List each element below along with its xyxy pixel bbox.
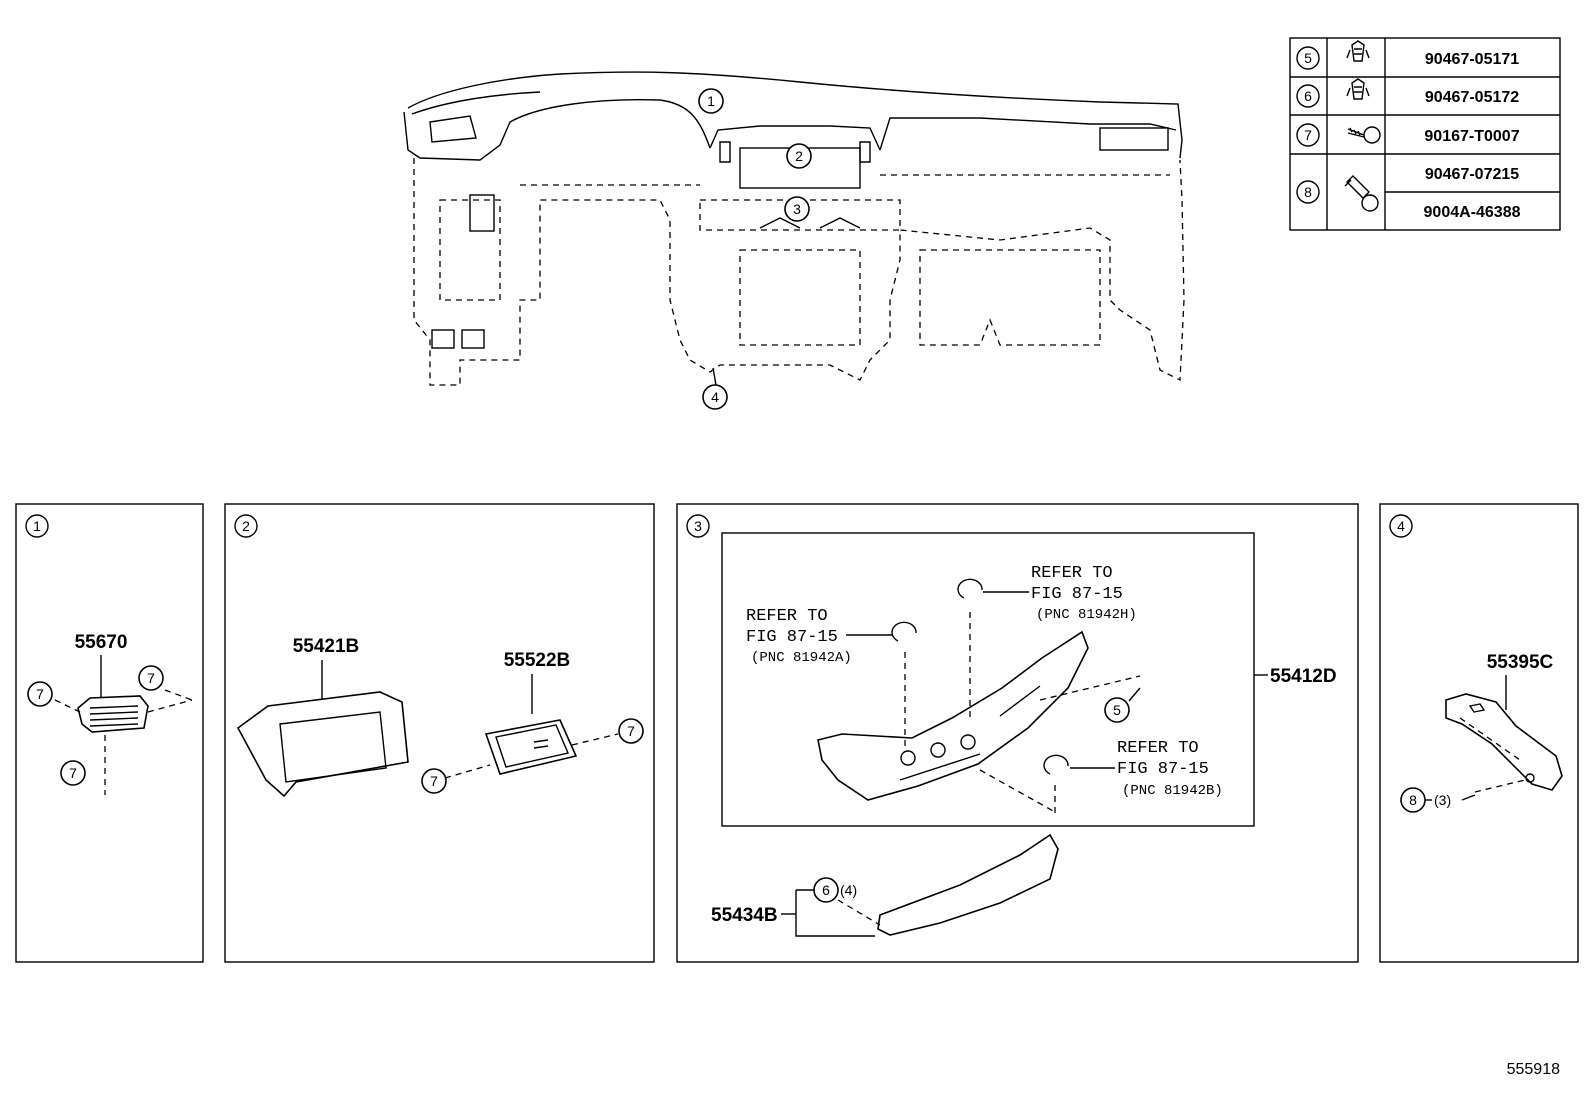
svg-text:FIG 87-15: FIG 87-15 — [746, 628, 838, 647]
fastener-callout: 6 — [813, 877, 839, 903]
grommet-icon — [957, 578, 983, 599]
part-number-label: 55395C — [1487, 652, 1554, 673]
clip-icon — [1346, 78, 1370, 100]
table-part-number: 90467-05171 — [1425, 51, 1519, 68]
display-panel-part — [236, 691, 409, 798]
svg-text:FIG 87-15: FIG 87-15 — [1031, 585, 1123, 604]
svg-text:7: 7 — [36, 686, 44, 702]
grommet-icon — [891, 621, 917, 642]
svg-text:5: 5 — [1113, 702, 1121, 718]
refer-note: REFER TO FIG 87-15 (PNC 81942B) — [1043, 739, 1223, 799]
quantity-label: (3) — [1434, 792, 1451, 808]
table-ref-6: 6 — [1304, 88, 1312, 104]
fastener-table: 5 90467-05171 6 90467-05172 7 — [1289, 37, 1561, 231]
quantity-label: (4) — [840, 882, 857, 898]
fastener-callout: 5 — [1104, 687, 1141, 723]
fastener-callout: 8 — [1400, 787, 1426, 813]
display-cover-part — [484, 719, 578, 775]
panel-2: 2 55421B 55522B 7 7 — [224, 503, 655, 963]
callout-3: 3 — [784, 196, 810, 222]
svg-text:8: 8 — [1409, 792, 1417, 808]
svg-text:FIG 87-15: FIG 87-15 — [1117, 760, 1209, 779]
table-part-number: 9004A-46388 — [1424, 204, 1521, 221]
part-number-label: 55421B — [293, 636, 360, 657]
svg-text:(PNC 81942H): (PNC 81942H) — [1036, 607, 1137, 623]
callout-1: 1 — [698, 88, 724, 114]
svg-text:7: 7 — [147, 670, 155, 686]
panel-id: 2 — [242, 518, 250, 534]
svg-text:7: 7 — [69, 765, 77, 781]
svg-text:6: 6 — [822, 882, 830, 898]
table-row: 7 90167-T0007 — [1296, 123, 1520, 147]
svg-text:(PNC 81942A): (PNC 81942A) — [751, 650, 852, 666]
table-ref-5: 5 — [1304, 50, 1312, 66]
svg-text:1: 1 — [707, 93, 715, 109]
svg-text:REFER TO: REFER TO — [746, 607, 828, 626]
pin-clip-icon — [1344, 175, 1379, 212]
table-row: 5 90467-05171 — [1296, 40, 1519, 70]
screw-icon — [1347, 126, 1381, 144]
table-ref-8: 8 — [1304, 184, 1312, 200]
fastener-callout: 7 — [421, 768, 447, 794]
air-vent-part — [77, 695, 149, 733]
table-part-number: 90467-05172 — [1425, 89, 1519, 106]
svg-text:3: 3 — [793, 201, 801, 217]
refer-note: REFER TO FIG 87-15 (PNC 81942A) — [746, 607, 917, 666]
table-ref-7: 7 — [1304, 127, 1312, 143]
fastener-callout: 7 — [138, 665, 164, 691]
svg-text:2: 2 — [795, 148, 803, 164]
svg-text:7: 7 — [627, 723, 635, 739]
panel-4: 4 55395C 8 (3) — [1379, 503, 1579, 963]
callout-2: 2 — [786, 143, 812, 169]
clip-icon — [1346, 40, 1370, 62]
panel-id: 3 — [694, 518, 702, 534]
console-panel-part — [817, 630, 1089, 801]
grommet-icon — [1043, 754, 1069, 775]
table-part-number: 90467-07215 — [1425, 166, 1519, 183]
svg-text:(PNC 81942B): (PNC 81942B) — [1122, 783, 1223, 799]
figure-id: 555918 — [1507, 1061, 1560, 1078]
callout-4: 4 — [702, 367, 728, 410]
svg-text:REFER TO: REFER TO — [1117, 739, 1199, 758]
table-row: 8 90467-07215 9004A-46388 — [1296, 166, 1521, 221]
part-number-label: 55434B — [711, 905, 778, 926]
table-row: 6 90467-05172 — [1296, 78, 1519, 108]
panel-id: 4 — [1397, 518, 1405, 534]
svg-text:7: 7 — [430, 773, 438, 789]
refer-note: REFER TO FIG 87-15 (PNC 81942H) — [957, 564, 1137, 623]
fastener-callout: 7 — [27, 681, 53, 707]
part-number-label: 55670 — [75, 632, 128, 653]
part-number-label: 55412D — [1270, 666, 1337, 687]
panel-id: 1 — [33, 518, 41, 534]
bracket-part — [1445, 693, 1563, 791]
instrument-panel-overview: 1 2 3 4 — [403, 71, 1185, 410]
panel-3: 3 55412D REFER TO FIG 87-15 (PNC 81942A)… — [676, 503, 1359, 963]
table-part-number: 90167-T0007 — [1424, 128, 1519, 145]
svg-text:4: 4 — [711, 389, 719, 405]
fastener-callout: 7 — [618, 718, 644, 744]
panel-1: 1 55670 7 7 7 — [15, 503, 204, 963]
trim-strip-part — [877, 833, 1059, 936]
svg-text:REFER TO: REFER TO — [1031, 564, 1113, 583]
fastener-callout: 7 — [60, 760, 86, 786]
part-number-label: 55522B — [504, 650, 571, 671]
